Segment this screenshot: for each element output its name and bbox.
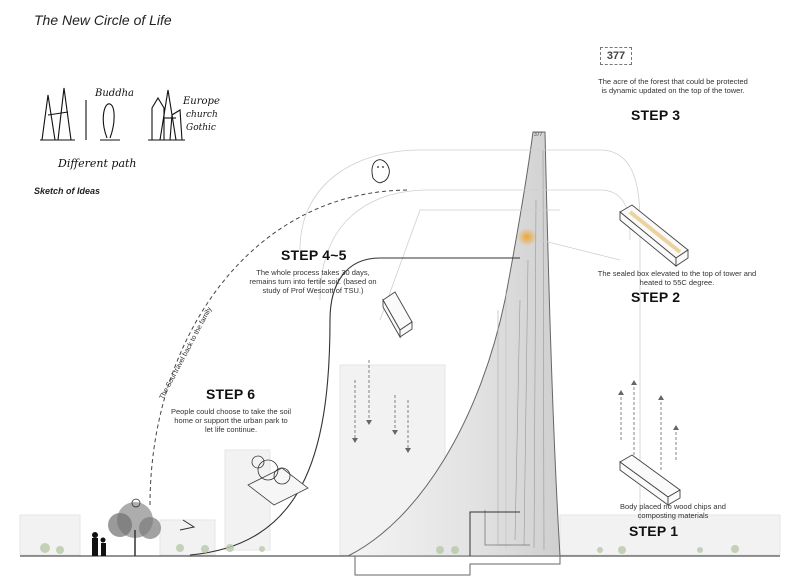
transport-arrow bbox=[179, 519, 196, 531]
step2-text: The sealed box elevated to the top of to… bbox=[597, 269, 757, 287]
tower bbox=[347, 131, 561, 557]
step2-label: STEP 2 bbox=[631, 289, 681, 305]
step1-text: Body placed no wood chips and composting… bbox=[620, 502, 726, 520]
down-arrows bbox=[354, 360, 409, 448]
step45-label: STEP 4~5 bbox=[281, 247, 347, 263]
soul-arc bbox=[149, 189, 411, 506]
sketch-buddha bbox=[40, 87, 120, 141]
soil-planter bbox=[247, 455, 309, 506]
ground-shrubs bbox=[40, 543, 739, 554]
step6-label: STEP 6 bbox=[206, 386, 256, 402]
step3-label: STEP 3 bbox=[631, 107, 681, 123]
step6-text: People could choose to take the soil hom… bbox=[170, 407, 292, 434]
step3-text: The acre of the forest that could be pro… bbox=[598, 77, 748, 95]
up-arrows bbox=[620, 385, 677, 470]
page-title: The New Circle of Life bbox=[34, 12, 172, 28]
coffin-box-step45 bbox=[382, 291, 413, 339]
sketch-church bbox=[148, 89, 185, 141]
coffin-box-step2 bbox=[619, 204, 689, 267]
step45-text: The whole process takes 30 days, remains… bbox=[249, 268, 377, 295]
coffin-box-step1 bbox=[619, 454, 681, 506]
ghost-icon bbox=[371, 159, 390, 184]
sketch-note-buddha: Buddha bbox=[95, 88, 134, 99]
ground-line bbox=[20, 555, 780, 576]
tower-counter-label: 377 bbox=[534, 132, 543, 138]
sketch-note-europe: Europe bbox=[183, 96, 220, 107]
family-tree bbox=[92, 498, 161, 556]
forest-counter: 377 bbox=[600, 47, 632, 65]
background-buildings bbox=[19, 364, 781, 556]
sketch-note-church: church bbox=[186, 110, 218, 120]
step1-label: STEP 1 bbox=[629, 523, 679, 539]
sketch-caption: Sketch of Ideas bbox=[34, 186, 101, 196]
transport-path bbox=[189, 257, 520, 556]
sketch-note-path: Different path bbox=[58, 157, 137, 170]
sketch-note-gothic: Gothic bbox=[186, 123, 216, 133]
